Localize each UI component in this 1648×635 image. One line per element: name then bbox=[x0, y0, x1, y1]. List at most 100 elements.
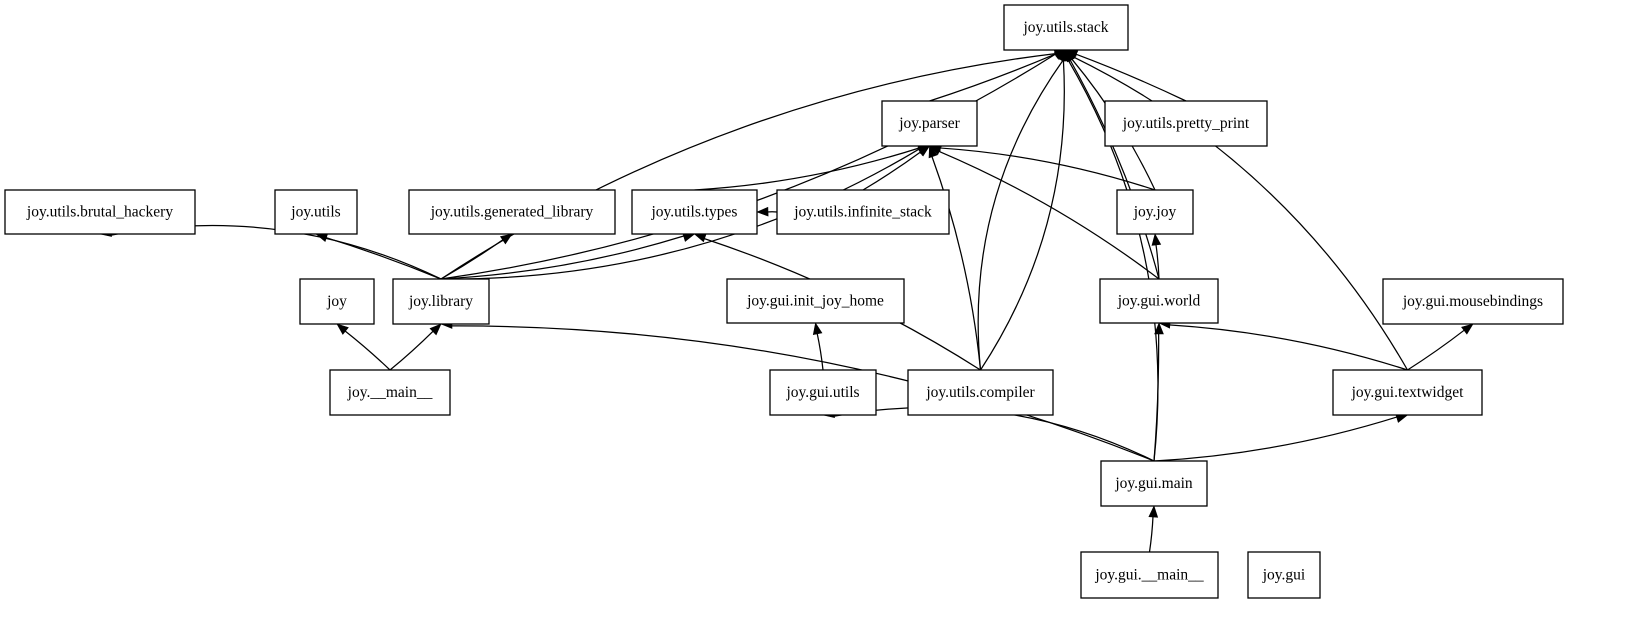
node-label: joy bbox=[326, 293, 347, 310]
edge-arrowhead bbox=[1154, 322, 1164, 335]
graph-node[interactable]: joy.utils.infinite_stack bbox=[776, 189, 950, 235]
node-box[interactable] bbox=[631, 189, 758, 235]
graph-edge bbox=[1075, 53, 1187, 102]
graph-node[interactable]: joy.gui.__main__ bbox=[1080, 551, 1219, 599]
graph-edge bbox=[939, 147, 1156, 191]
node-label: joy.utils.types bbox=[651, 204, 738, 221]
node-label: joy.utils.brutal_hackery bbox=[26, 204, 173, 221]
node-label: joy.gui.init_joy_home bbox=[746, 293, 884, 310]
node-box[interactable] bbox=[1104, 100, 1268, 147]
node-box[interactable] bbox=[1116, 189, 1194, 235]
node-label: joy.gui.world bbox=[1117, 293, 1201, 310]
node-box[interactable] bbox=[1099, 278, 1219, 324]
node-box[interactable] bbox=[726, 278, 905, 324]
graph-node[interactable]: joy.utils.types bbox=[631, 189, 758, 235]
node-label: joy.utils.infinite_stack bbox=[793, 204, 932, 221]
graph-edge bbox=[325, 236, 442, 280]
node-label: joy.gui bbox=[1262, 567, 1306, 584]
graph-node[interactable]: joy.library bbox=[392, 278, 490, 325]
node-label: joy.gui.__main__ bbox=[1094, 567, 1204, 584]
edge-arrowhead bbox=[1055, 49, 1067, 63]
graph-node[interactable]: joy.utils.generated_library bbox=[408, 189, 616, 235]
node-label: joy.__main__ bbox=[347, 384, 433, 401]
graph-node[interactable]: joy bbox=[299, 278, 375, 325]
graph-edge bbox=[440, 238, 504, 280]
graph-edge bbox=[929, 52, 1057, 102]
node-label: joy.utils.pretty_print bbox=[1122, 115, 1250, 132]
graph-node[interactable]: joy.gui.textwidget bbox=[1332, 369, 1483, 416]
node-box[interactable] bbox=[274, 189, 358, 235]
graph-edge bbox=[1407, 329, 1466, 371]
node-label: joy.gui.main bbox=[1114, 475, 1193, 492]
graph-node[interactable]: joy.gui.init_joy_home bbox=[726, 278, 905, 324]
graph-edge bbox=[1168, 324, 1408, 371]
node-label: joy.utils.compiler bbox=[925, 384, 1035, 401]
node-box[interactable] bbox=[1100, 460, 1208, 507]
graph-edge bbox=[344, 330, 391, 371]
graph-node[interactable]: joy.gui.world bbox=[1099, 278, 1219, 324]
edge-arrowhead bbox=[1461, 323, 1474, 335]
node-label: joy.gui.textwidget bbox=[1351, 384, 1464, 401]
node-box[interactable] bbox=[408, 189, 616, 235]
node-box[interactable] bbox=[1332, 369, 1483, 416]
node-box[interactable] bbox=[4, 189, 196, 235]
node-box[interactable] bbox=[776, 189, 950, 235]
graph-edge bbox=[440, 52, 1057, 280]
graph-node[interactable]: joy.utils bbox=[274, 189, 358, 235]
graph-edge bbox=[938, 150, 1160, 280]
graph-node[interactable]: joy.gui.main bbox=[1100, 460, 1208, 507]
node-label: joy.utils bbox=[290, 204, 340, 221]
graph-edge bbox=[389, 330, 434, 371]
graph-node[interactable]: joy.__main__ bbox=[329, 369, 451, 416]
node-box[interactable] bbox=[1382, 278, 1564, 325]
edge-arrowhead bbox=[1148, 505, 1159, 518]
node-box[interactable] bbox=[881, 100, 978, 147]
graph-node[interactable]: joy.utils.compiler bbox=[907, 369, 1054, 416]
node-label: joy.utils.generated_library bbox=[430, 204, 594, 221]
graph-node[interactable]: joy.gui bbox=[1247, 551, 1321, 599]
node-label: joy.joy bbox=[1133, 204, 1177, 221]
graph-edge bbox=[931, 155, 982, 371]
node-box[interactable] bbox=[392, 278, 490, 325]
edge-arrowhead bbox=[499, 233, 513, 245]
node-box[interactable] bbox=[329, 369, 451, 416]
node-box[interactable] bbox=[1003, 4, 1129, 51]
graph-edge bbox=[816, 332, 824, 371]
edge-arrowhead bbox=[429, 323, 442, 336]
node-box[interactable] bbox=[1080, 551, 1219, 599]
edge-arrowhead bbox=[812, 322, 823, 336]
graph-node[interactable]: joy.gui.mousebindings bbox=[1382, 278, 1564, 325]
node-label: joy.library bbox=[408, 293, 473, 310]
graph-node[interactable]: joy.joy bbox=[1116, 189, 1194, 235]
graph-node[interactable]: joy.utils.pretty_print bbox=[1104, 100, 1268, 147]
edge-arrowhead bbox=[928, 145, 938, 159]
graph-node[interactable]: joy.gui.utils bbox=[769, 369, 877, 416]
graph-node[interactable]: joy.utils.brutal_hackery bbox=[4, 189, 196, 235]
graph-edge bbox=[1153, 416, 1398, 462]
edge-arrowhead bbox=[1151, 233, 1162, 246]
graph-node[interactable]: joy.parser bbox=[881, 100, 978, 147]
node-box[interactable] bbox=[299, 278, 375, 325]
graph-edge bbox=[1153, 333, 1160, 462]
node-box[interactable] bbox=[907, 369, 1054, 416]
graph-edge bbox=[1148, 516, 1154, 553]
graph-edge bbox=[440, 52, 1057, 280]
node-box[interactable] bbox=[1247, 551, 1321, 599]
edge-arrowhead bbox=[756, 206, 769, 217]
edge-arrowhead bbox=[917, 145, 931, 157]
node-label: joy.gui.utils bbox=[785, 384, 859, 401]
graph-edge bbox=[440, 235, 685, 280]
graph-edge bbox=[694, 147, 920, 191]
graph-node[interactable]: joy.utils.stack bbox=[1003, 4, 1129, 51]
node-label: joy.utils.stack bbox=[1022, 19, 1108, 36]
graph-edge bbox=[1155, 243, 1160, 280]
graph-edge bbox=[979, 59, 1065, 371]
graph-edge bbox=[450, 325, 1155, 462]
node-box[interactable] bbox=[769, 369, 877, 416]
nodes-layer: joy.utils.stack joy.parser joy.utils.prett… bbox=[4, 4, 1564, 599]
edge-arrowhead bbox=[336, 323, 349, 335]
graph-edge bbox=[862, 151, 922, 191]
node-label: joy.parser bbox=[898, 115, 960, 132]
